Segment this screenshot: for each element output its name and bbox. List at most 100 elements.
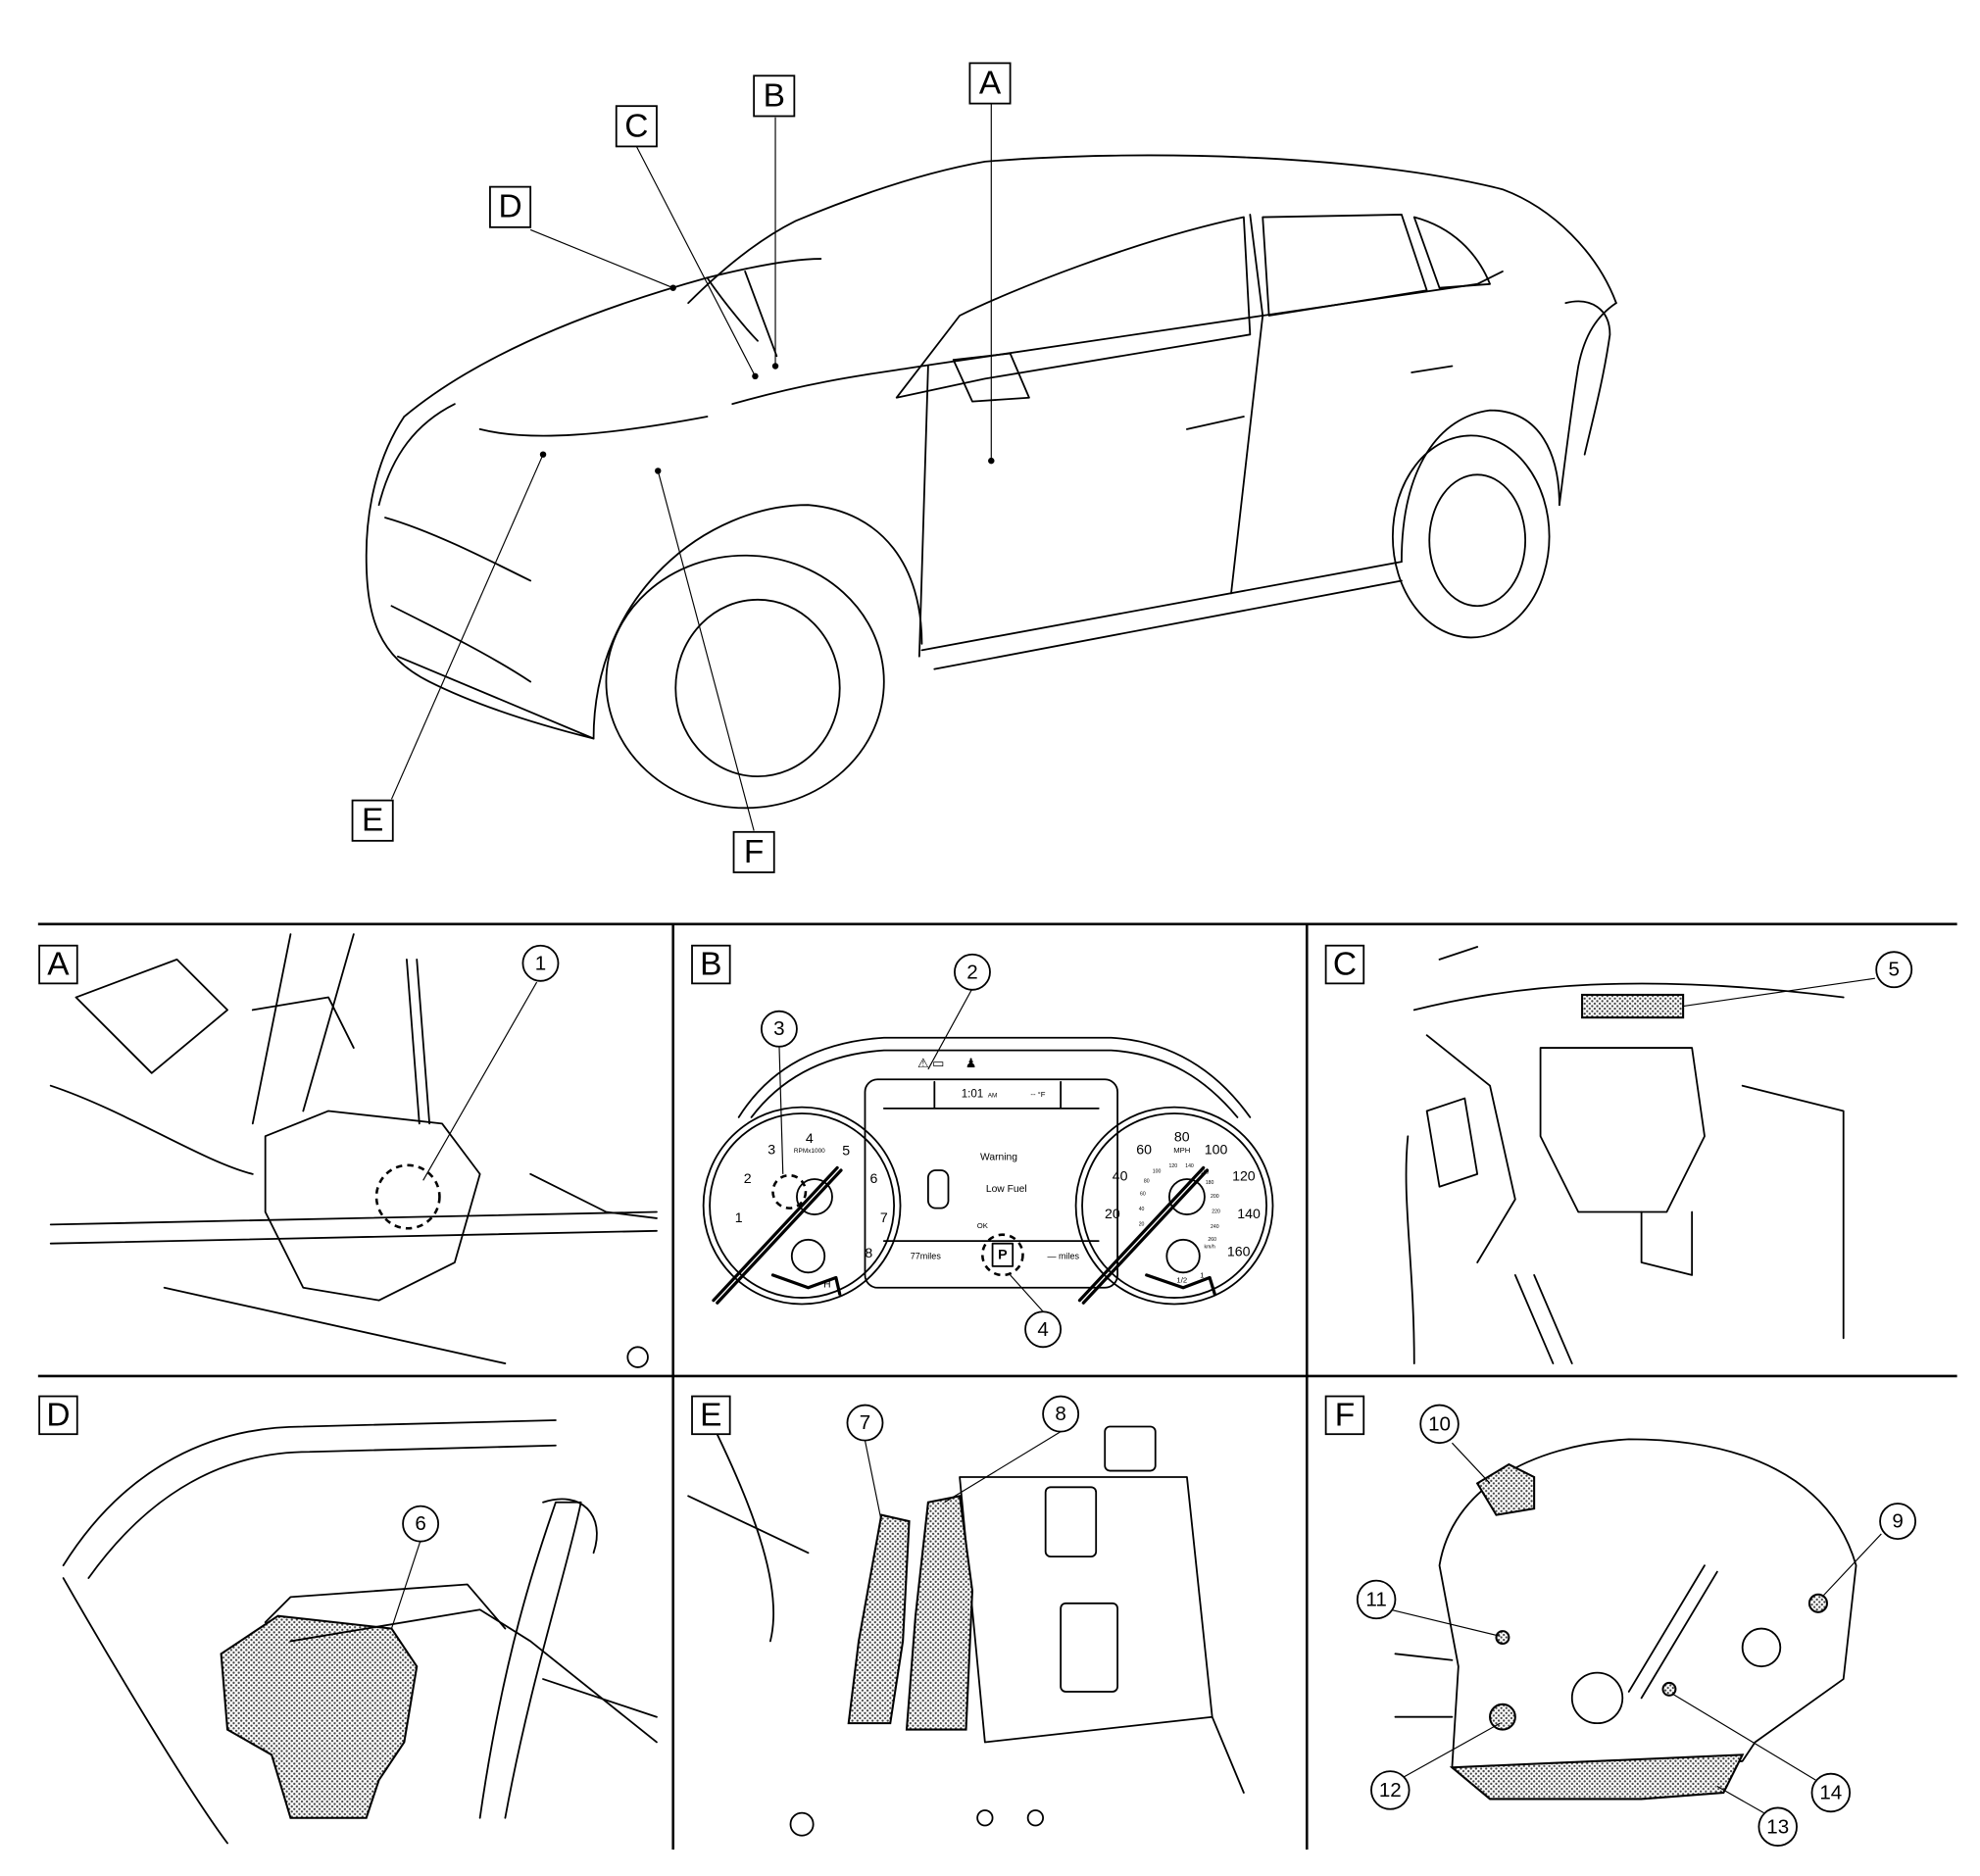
svg-text:E: E [700, 1397, 721, 1433]
svg-text:40: 40 [1113, 1168, 1128, 1184]
svg-text:8: 8 [865, 1246, 872, 1261]
callout-1: 1 [521, 944, 560, 982]
panel-label-E: E [691, 1395, 731, 1436]
panel-label-F: F [1324, 1395, 1365, 1436]
svg-text:240: 240 [1211, 1224, 1219, 1230]
svg-text:100: 100 [1205, 1142, 1228, 1158]
svg-text:60: 60 [1140, 1191, 1146, 1197]
svg-text:13: 13 [1766, 1815, 1789, 1838]
svg-text:220: 220 [1212, 1210, 1220, 1215]
svg-text:40: 40 [1139, 1207, 1145, 1212]
svg-text:120: 120 [1232, 1168, 1256, 1184]
svg-text:14: 14 [1819, 1781, 1842, 1803]
svg-text:160: 160 [1227, 1245, 1251, 1260]
panel-grid [37, 922, 1957, 1850]
callout-5: 5 [1875, 951, 1913, 989]
svg-text:F: F [744, 834, 764, 870]
svg-text:12: 12 [1379, 1779, 1402, 1802]
svg-text:100: 100 [1153, 1168, 1162, 1174]
svg-text:D: D [498, 189, 521, 225]
svg-text:180: 180 [1206, 1180, 1214, 1186]
svg-text:H: H [823, 1280, 830, 1291]
svg-text:140: 140 [1185, 1163, 1194, 1169]
svg-text:1:01: 1:01 [962, 1089, 984, 1101]
panel-e-tcm-area [687, 1412, 1245, 1837]
tach-scale: 1 2 3 4 5 6 7 8 RPMx1000 H [735, 1131, 888, 1291]
callout-8: 8 [1042, 1395, 1080, 1433]
svg-text:4: 4 [806, 1131, 814, 1147]
callout-13: 13 [1757, 1806, 1798, 1847]
callout-10: 10 [1419, 1404, 1460, 1445]
svg-text:20: 20 [1139, 1221, 1145, 1227]
panel-label-B: B [691, 944, 731, 985]
panel-label-A: A [38, 944, 78, 985]
svg-text:OK: OK [977, 1221, 989, 1230]
svg-text:77miles: 77miles [911, 1252, 942, 1261]
svg-text:60: 60 [1136, 1142, 1152, 1158]
svg-text:AM: AM [988, 1093, 998, 1100]
svg-text:1: 1 [1200, 1270, 1204, 1279]
svg-text:1: 1 [735, 1210, 743, 1226]
svg-text:120: 120 [1168, 1163, 1177, 1169]
svg-text:B: B [700, 947, 721, 983]
callout-9: 9 [1879, 1503, 1917, 1540]
svg-text:4: 4 [1037, 1318, 1048, 1341]
svg-text:A: A [979, 66, 1002, 102]
svg-text:260: 260 [1208, 1237, 1216, 1243]
svg-text:-- °F: -- °F [1030, 1090, 1045, 1099]
location-label-D: D [489, 185, 532, 228]
svg-text:9: 9 [1892, 1510, 1903, 1533]
callout-4: 4 [1024, 1310, 1063, 1349]
panel-f-transaxle [1390, 1438, 1882, 1814]
svg-text:C: C [624, 108, 648, 144]
svg-text:6: 6 [870, 1171, 878, 1187]
svg-text:6: 6 [415, 1512, 425, 1535]
svg-text:A: A [47, 947, 70, 983]
svg-text:3: 3 [767, 1142, 775, 1158]
location-label-B: B [753, 74, 796, 118]
svg-text:B: B [764, 77, 785, 114]
callout-3: 3 [760, 1010, 798, 1048]
panel-b-combination-meter [702, 988, 1274, 1313]
svg-text:1/2: 1/2 [1176, 1276, 1187, 1285]
overview-leaders [390, 101, 995, 831]
svg-text:F: F [1335, 1397, 1355, 1433]
svg-text:200: 200 [1211, 1194, 1219, 1200]
svg-text:MPH: MPH [1173, 1146, 1190, 1155]
location-label-A: A [968, 62, 1012, 105]
svg-text:E: E [362, 803, 383, 839]
cluster-display: 1:01 AM -- °F Warning Low Fuel OK 77mile… [911, 1056, 1080, 1262]
svg-text:2: 2 [744, 1171, 752, 1187]
svg-text:P: P [998, 1247, 1007, 1262]
svg-text:3: 3 [773, 1017, 784, 1040]
svg-text:2: 2 [966, 961, 977, 983]
panel-d-abs-actuator [62, 1419, 658, 1845]
svg-text:80: 80 [1144, 1179, 1150, 1185]
svg-text:Low Fuel: Low Fuel [986, 1184, 1027, 1195]
svg-text:Warning: Warning [980, 1153, 1017, 1163]
svg-text:140: 140 [1237, 1207, 1261, 1222]
location-label-E: E [351, 799, 394, 842]
svg-text:C: C [1333, 947, 1357, 983]
panel-c-instrument-panel-wiring [1405, 946, 1875, 1364]
callout-11: 11 [1356, 1579, 1397, 1620]
svg-text:5: 5 [1888, 959, 1899, 981]
svg-text:RPMx1000: RPMx1000 [794, 1148, 825, 1155]
svg-text:— miles: — miles [1047, 1252, 1079, 1261]
svg-text:D: D [46, 1397, 70, 1433]
svg-text:160: 160 [1201, 1170, 1210, 1176]
location-label-C: C [615, 105, 658, 148]
speedometer-scale: 20 40 60 80 100 120 140 160 MPH 20 40 60… [1105, 1130, 1261, 1285]
svg-text:10: 10 [1428, 1412, 1451, 1435]
panel-a-shift-lever [49, 933, 658, 1368]
svg-text:20: 20 [1105, 1207, 1120, 1222]
svg-text:1: 1 [535, 952, 546, 974]
svg-text:7: 7 [880, 1210, 888, 1226]
svg-text:⚠ ▭ ♟: ⚠ ▭ ♟ [917, 1056, 976, 1070]
callout-6: 6 [402, 1505, 440, 1543]
callout-14: 14 [1810, 1772, 1852, 1813]
svg-text:8: 8 [1055, 1403, 1065, 1425]
svg-text:km/h: km/h [1205, 1245, 1215, 1251]
panel-label-D: D [38, 1395, 78, 1436]
